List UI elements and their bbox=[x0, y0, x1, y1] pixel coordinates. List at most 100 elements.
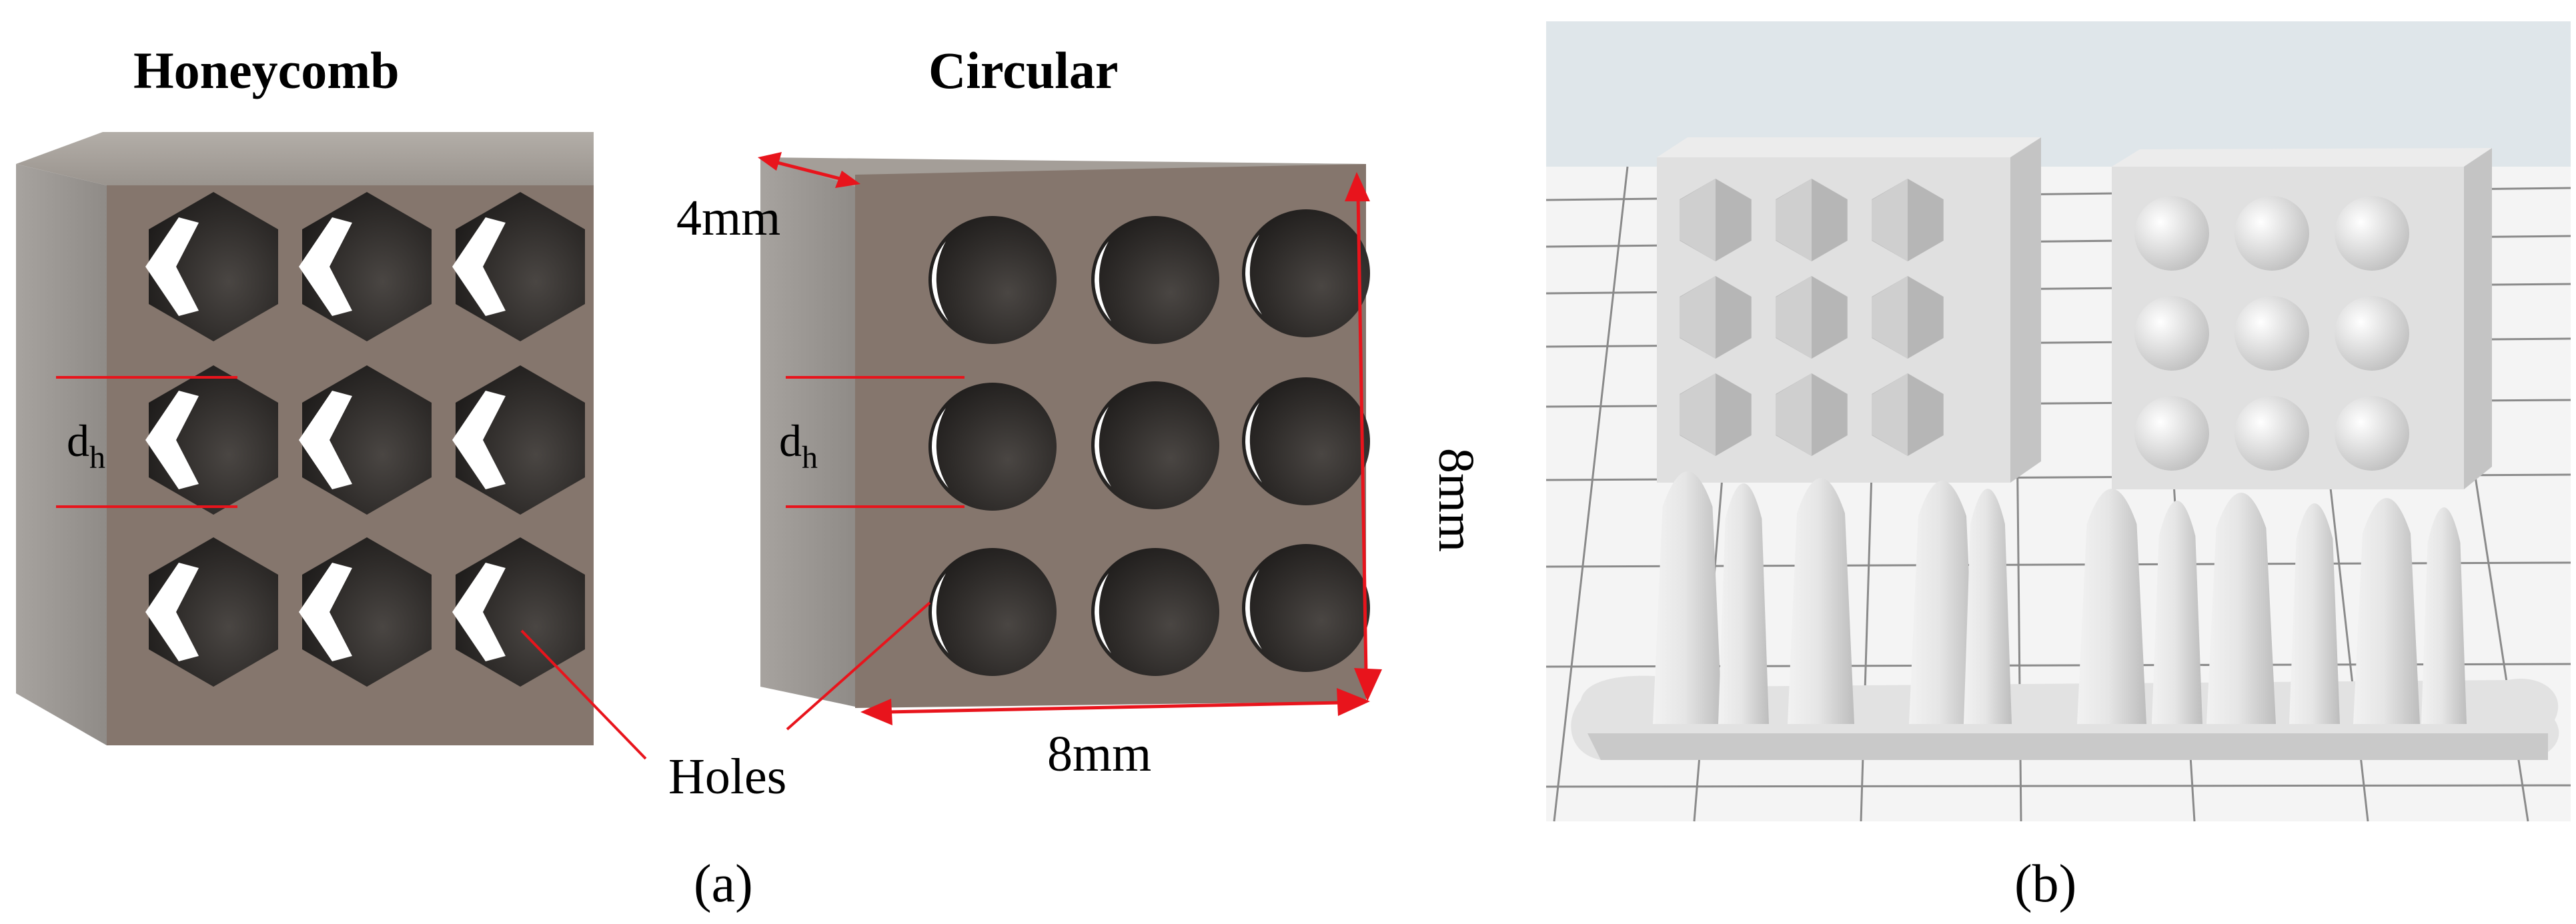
support-pillar bbox=[1788, 478, 1854, 724]
circular-hole-through-light bbox=[932, 573, 948, 653]
render-hexagon-holes bbox=[1680, 179, 1944, 456]
circular-dh-label: dh bbox=[779, 415, 818, 475]
circular-hole bbox=[1091, 548, 1219, 676]
circular-hole bbox=[1091, 216, 1219, 344]
circular-hole bbox=[928, 548, 1057, 676]
hexagon-holes bbox=[145, 192, 585, 687]
render-hex-block-side bbox=[2010, 137, 2041, 483]
render-hexagon-hole bbox=[1776, 373, 1848, 456]
depth-arrow-head-right bbox=[835, 171, 860, 188]
render-hexagon-hole bbox=[1776, 276, 1848, 359]
hexagon-hole-through-light bbox=[452, 563, 506, 661]
render-hexagon-hole-wall bbox=[1680, 373, 1716, 456]
grid-line-vertical bbox=[1553, 166, 1629, 822]
circular-hole bbox=[1242, 209, 1370, 337]
circular-hole bbox=[928, 383, 1057, 511]
render-circular-hole bbox=[2134, 296, 2209, 371]
render-circular-hole bbox=[2335, 396, 2409, 471]
circular-hole-interior bbox=[928, 383, 1057, 511]
width-arrow-head-right bbox=[1337, 688, 1370, 716]
circular-hole-interior bbox=[928, 216, 1057, 344]
circular-title: Circular bbox=[928, 41, 1119, 99]
support-pillar bbox=[2077, 489, 2146, 724]
honeycomb-block bbox=[16, 132, 594, 745]
height-dimension-label: 8mm bbox=[1428, 448, 1484, 552]
circular-hole-through-light bbox=[1095, 241, 1111, 321]
hexagon-hole bbox=[145, 192, 278, 341]
circular-hole bbox=[1242, 544, 1370, 672]
circular-hole-through-light bbox=[932, 408, 948, 488]
render-circular-hole bbox=[2335, 296, 2409, 371]
circular-hole-through-light bbox=[1245, 569, 1262, 649]
render-hexagon-hole bbox=[1872, 179, 1944, 261]
support-pillar bbox=[2152, 501, 2202, 724]
render-circular-holes bbox=[2134, 196, 2409, 471]
render-hexagon-hole bbox=[1872, 373, 1944, 456]
print-render bbox=[1545, 21, 2571, 822]
render-circular-hole bbox=[2234, 396, 2309, 471]
render-hexagon-hole bbox=[1872, 276, 1944, 359]
hexagon-hole bbox=[452, 537, 585, 687]
panel-a-label: (a) bbox=[694, 855, 753, 913]
render-hexagon-hole-wall bbox=[1776, 276, 1812, 359]
circular-hole-through-light bbox=[1245, 235, 1262, 315]
panel-b-label: (b) bbox=[2014, 855, 2076, 913]
hexagon-hole bbox=[299, 537, 432, 687]
render-hexagon-hole-wall bbox=[1680, 276, 1716, 359]
support-pillar bbox=[2353, 498, 2420, 724]
support-pillar bbox=[1964, 489, 2012, 724]
support-pillar bbox=[1909, 481, 1976, 724]
circular-hole-interior bbox=[1242, 377, 1370, 505]
render-hexagon-hole-wall bbox=[1776, 373, 1812, 456]
hexagon-hole bbox=[452, 365, 585, 515]
hexagon-hole bbox=[145, 537, 278, 687]
support-pillar bbox=[1718, 483, 1769, 724]
circular-hole bbox=[1091, 381, 1219, 509]
honeycomb-dh-label: dh bbox=[67, 415, 105, 475]
circular-hole-interior bbox=[1091, 381, 1219, 509]
circular-hole bbox=[928, 216, 1057, 344]
support-pillar bbox=[2206, 493, 2276, 724]
circular-hole-through-light bbox=[1095, 407, 1111, 487]
render-hexagon-hole-wall bbox=[1776, 179, 1812, 261]
render-circular-hole bbox=[2335, 196, 2409, 271]
render-hexagon-hole-wall bbox=[1872, 373, 1908, 456]
support-pillars bbox=[1653, 471, 2467, 724]
support-raft-edge bbox=[1587, 733, 2548, 760]
render-hexagon-hole bbox=[1680, 373, 1752, 456]
honeycomb-title: Honeycomb bbox=[133, 41, 400, 99]
hexagon-hole-through-light bbox=[299, 217, 352, 316]
holes-leader-right bbox=[786, 601, 931, 731]
render-hexagon-hole bbox=[1776, 179, 1848, 261]
render-hexagon-hole-wall bbox=[1680, 179, 1716, 261]
circular-hole-through-light bbox=[1245, 403, 1262, 483]
circular-holes bbox=[928, 209, 1370, 676]
support-pillar bbox=[1653, 471, 1722, 724]
hexagon-hole bbox=[299, 192, 432, 341]
width-dimension-label: 8mm bbox=[1047, 726, 1151, 782]
hexagon-hole-through-light bbox=[145, 391, 199, 489]
width-arrow-head-left bbox=[860, 699, 892, 725]
holes-label: Holes bbox=[668, 749, 786, 805]
render-circular-hole bbox=[2234, 296, 2309, 371]
circular-hole bbox=[1242, 377, 1370, 505]
holes-leader-left bbox=[520, 629, 647, 760]
circular-block-side bbox=[760, 157, 855, 707]
support-pillar bbox=[2421, 507, 2467, 724]
width-dimension-arrow bbox=[886, 701, 1341, 714]
circular-hole-interior bbox=[1242, 544, 1370, 672]
render-hexagon-hole bbox=[1680, 276, 1752, 359]
hexagon-hole-through-light bbox=[299, 391, 352, 489]
circular-hole-interior bbox=[1091, 548, 1219, 676]
depth-arrow-head-left bbox=[758, 152, 782, 171]
depth-dimension-arrow bbox=[766, 158, 851, 183]
render-circ-block-side bbox=[2464, 148, 2492, 489]
render-circular-hole bbox=[2234, 196, 2309, 271]
hexagon-hole-through-light bbox=[452, 217, 506, 316]
render-hexagon-hole bbox=[1680, 179, 1752, 261]
height-dimension-arrow bbox=[1356, 193, 1368, 674]
circular-hole-through-light bbox=[1095, 573, 1111, 653]
render-circ-block-top bbox=[2112, 148, 2492, 167]
render-hex-block-top bbox=[1657, 137, 2041, 157]
